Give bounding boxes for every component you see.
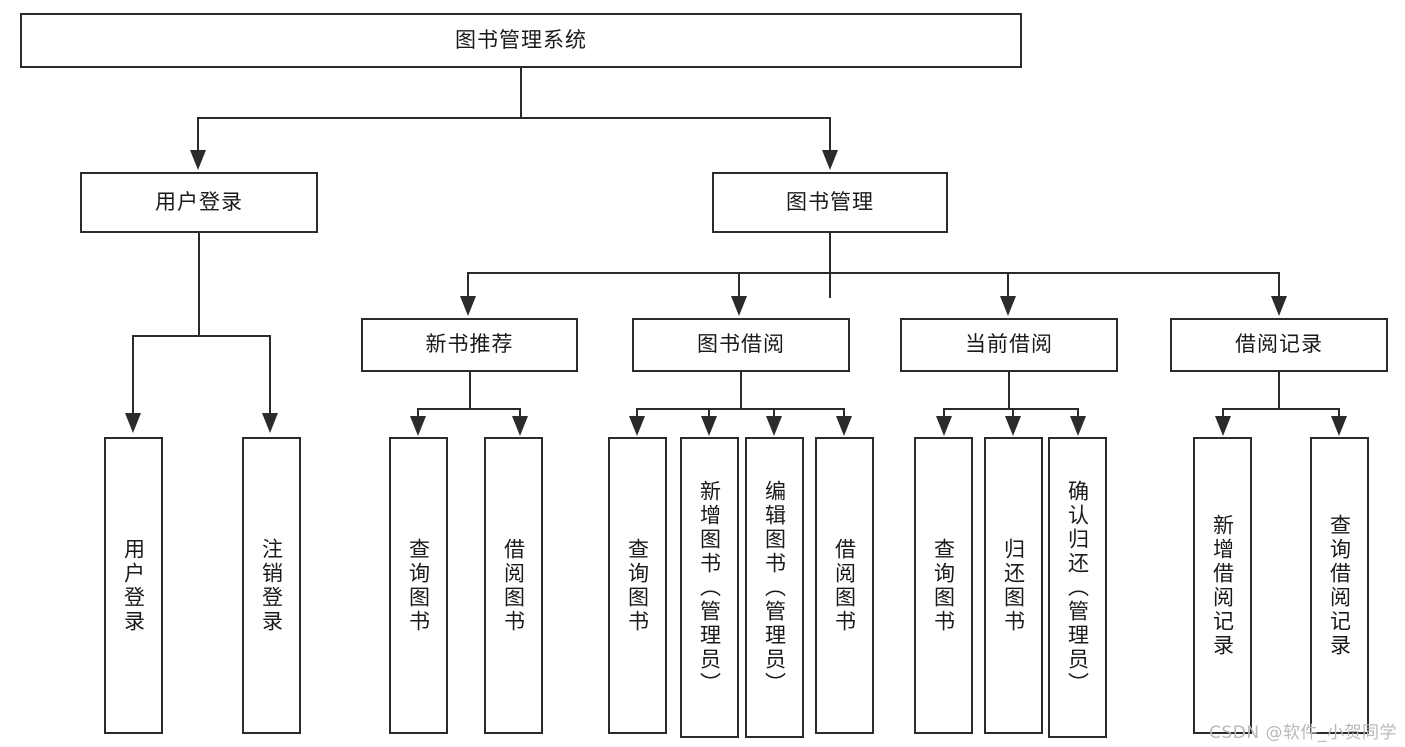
leaf-borrow-books-borrow-label: 借阅图书 [832,537,857,634]
leaf-return-books-label: 归还图书 [1001,537,1026,634]
node-book-management[interactable]: 图书管理 [712,172,948,233]
connector-book-mgmt-to-records [1278,272,1280,298]
connector-book-borrow-bar [636,408,844,410]
leaf-return-books[interactable]: 归还图书 [984,437,1043,734]
connector-current-borrow-to-leaf-1 [943,408,945,418]
node-current-borrow[interactable]: 当前借阅 [900,318,1118,372]
connector-book-borrow-stem [740,372,742,409]
arrow-book-borrow-to-leaf-2 [701,416,717,436]
connector-user-login-stem [198,233,200,336]
leaf-borrow-books-new[interactable]: 借阅图书 [484,437,543,734]
leaf-logout-label: 注销登录 [259,537,284,634]
arrow-new-books-to-leaf-1 [410,416,426,436]
leaf-query-books-borrow[interactable]: 查询图书 [608,437,667,734]
connector-current-borrow-to-leaf-3 [1077,408,1079,418]
leaf-query-books-borrow-label: 查询图书 [625,537,650,634]
leaf-edit-book-admin-label: 编辑图书（管理员） [762,479,787,696]
arrow-new-books-to-leaf-2 [512,416,528,436]
leaf-add-borrow-record[interactable]: 新增借阅记录 [1193,437,1252,734]
arrow-book-mgmt-to-records [1271,296,1287,316]
leaf-query-borrow-record[interactable]: 查询借阅记录 [1310,437,1369,734]
leaf-confirm-return-admin[interactable]: 确认归还（管理员） [1048,437,1107,738]
connector-book-mgmt-bar [467,272,1280,274]
arrow-borrow-records-to-leaf-1 [1215,416,1231,436]
connector-book-borrow-to-leaf-1 [636,408,638,418]
connector-user-login-to-leaf-1 [132,335,134,415]
leaf-query-borrow-record-label: 查询借阅记录 [1327,513,1352,658]
connector-new-books-to-leaf-2 [519,408,521,418]
arrow-current-borrow-to-leaf-2 [1005,416,1021,436]
leaf-query-books-current-label: 查询图书 [931,537,956,634]
leaf-edit-book-admin[interactable]: 编辑图书（管理员） [745,437,804,738]
leaf-borrow-books-borrow[interactable]: 借阅图书 [815,437,874,734]
connector-book-borrow-to-leaf-2 [708,408,710,418]
connector-new-books-stem [469,372,471,409]
leaf-query-books-new[interactable]: 查询图书 [389,437,448,734]
leaf-borrow-books-new-label: 借阅图书 [501,537,526,634]
connector-borrow-records-to-leaf-1 [1222,408,1224,418]
connector-book-mgmt-to-current [1007,272,1009,298]
arrow-book-mgmt-to-borrow [731,296,747,316]
leaf-add-book-admin-label: 新增图书（管理员） [697,479,722,696]
arrow-user-login-to-leaf-2 [262,413,278,433]
node-book-borrow[interactable]: 图书借阅 [632,318,850,372]
arrow-current-borrow-to-leaf-3 [1070,416,1086,436]
arrow-borrow-records-to-leaf-2 [1331,416,1347,436]
connector-book-borrow-to-leaf-4 [843,408,845,418]
connector-root-stem [520,68,522,118]
arrow-book-borrow-to-leaf-1 [629,416,645,436]
connector-borrow-records-bar [1222,408,1340,410]
connector-book-mgmt-to-new-books [467,272,469,298]
node-book-management-label: 图书管理 [786,189,874,214]
node-current-borrow-label: 当前借阅 [965,332,1053,357]
arrow-book-borrow-to-leaf-4 [836,416,852,436]
connector-new-books-to-leaf-1 [417,408,419,418]
arrow-root-to-user-login [190,150,206,170]
arrow-book-borrow-to-leaf-3 [766,416,782,436]
leaf-add-book-admin[interactable]: 新增图书（管理员） [680,437,739,738]
connector-book-borrow-to-leaf-3 [773,408,775,418]
connector-root-to-book-mgmt [829,117,831,152]
connector-current-borrow-to-leaf-2 [1012,408,1014,418]
node-borrow-records[interactable]: 借阅记录 [1170,318,1388,372]
arrow-book-mgmt-to-current [1000,296,1016,316]
arrow-book-mgmt-to-new-books [460,296,476,316]
connector-borrow-records-to-leaf-2 [1338,408,1340,418]
leaf-user-login-label: 用户登录 [121,537,146,634]
node-new-book-recommendation[interactable]: 新书推荐 [361,318,578,372]
arrow-current-borrow-to-leaf-1 [936,416,952,436]
watermark: CSDN @软件_小贺同学 [1209,723,1397,743]
connector-current-borrow-bar [943,408,1079,410]
leaf-query-books-new-label: 查询图书 [406,537,431,634]
arrow-user-login-to-leaf-1 [125,413,141,433]
node-user-login[interactable]: 用户登录 [80,172,318,233]
node-root[interactable]: 图书管理系统 [20,13,1022,68]
connector-book-mgmt-to-borrow [738,272,740,298]
leaf-add-borrow-record-label: 新增借阅记录 [1210,513,1235,658]
connector-user-login-bar [132,335,271,337]
leaf-user-login[interactable]: 用户登录 [104,437,163,734]
leaf-logout[interactable]: 注销登录 [242,437,301,734]
node-borrow-records-label: 借阅记录 [1235,332,1323,357]
node-root-label: 图书管理系统 [455,27,587,52]
connector-new-books-bar [417,408,521,410]
leaf-query-books-current[interactable]: 查询图书 [914,437,973,734]
connector-borrow-records-stem [1278,372,1280,409]
node-book-borrow-label: 图书借阅 [697,332,785,357]
connector-book-mgmt-stem-lower [829,233,831,274]
arrow-root-to-book-mgmt [822,150,838,170]
connector-root-bar [197,117,831,119]
node-user-login-label: 用户登录 [155,189,243,214]
connector-root-to-user-login [197,117,199,152]
connector-user-login-to-leaf-2 [269,335,271,415]
connector-current-borrow-stem [1008,372,1010,409]
node-new-book-recommendation-label: 新书推荐 [425,332,514,357]
leaf-confirm-return-admin-label: 确认归还（管理员） [1065,479,1090,696]
